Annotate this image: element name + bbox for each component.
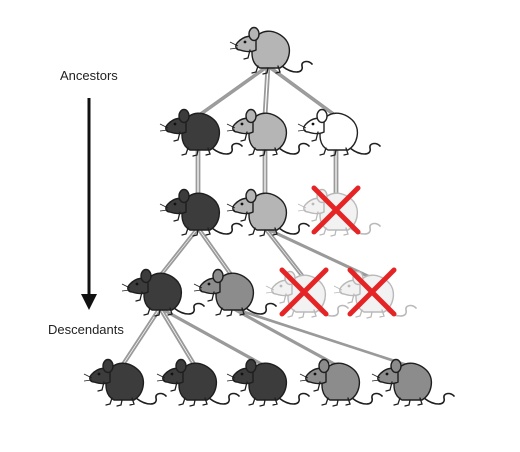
- lineage-link: [157, 307, 198, 367]
- mouse-icon: [121, 268, 205, 317]
- mouse-icon: [226, 108, 310, 157]
- lineage-link: [158, 307, 267, 367]
- mouse-icon: [229, 26, 313, 75]
- red-cross-icon: [279, 267, 329, 317]
- lineage-link: [230, 307, 340, 367]
- descendants-label: Descendants: [48, 322, 124, 337]
- mouse-icon: [156, 358, 240, 407]
- mouse-icon: [371, 358, 455, 407]
- lineage-link: [333, 148, 339, 196]
- lineage-link: [119, 307, 163, 367]
- lineage-link: [262, 148, 268, 196]
- mouse-icon: [159, 108, 243, 157]
- eliminated-mouse-icon: [333, 267, 417, 319]
- lineage-link: [262, 227, 307, 279]
- mouse-icon: [226, 358, 310, 407]
- eliminated-mouse-icon: [297, 185, 381, 237]
- red-cross-icon: [311, 185, 361, 235]
- ancestors-label: Ancestors: [60, 68, 118, 83]
- lineage-link: [262, 65, 271, 117]
- red-cross-icon: [347, 267, 397, 317]
- mouse-icon: [226, 188, 310, 237]
- lineage-link: [195, 227, 235, 277]
- eliminated-mouse-icon: [265, 267, 349, 319]
- mouse-icon: [83, 358, 167, 407]
- lineage-link: [195, 65, 271, 117]
- time-arrow: [81, 98, 97, 310]
- lineage-link: [157, 227, 201, 277]
- mouse-icon: [297, 108, 381, 157]
- lineage-links: [119, 65, 412, 367]
- mouse-icon: [299, 358, 383, 407]
- mouse-icon: [193, 268, 277, 317]
- time-arrow-head: [81, 294, 97, 310]
- lineage-link: [195, 148, 201, 196]
- mice-layer: [83, 26, 455, 407]
- lineage-link: [230, 307, 412, 367]
- lineage-link: [265, 65, 339, 117]
- mouse-icon: [159, 188, 243, 237]
